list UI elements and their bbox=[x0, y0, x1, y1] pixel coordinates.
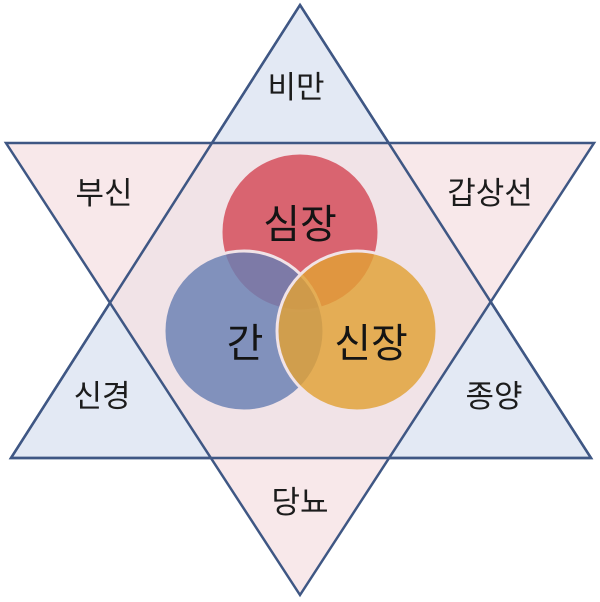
label-lower-left: 신경 bbox=[73, 379, 130, 415]
label-upper-right: 갑상선 bbox=[447, 176, 533, 212]
label-heart: 심장 bbox=[263, 202, 337, 248]
label-top: 비만 bbox=[267, 70, 324, 106]
upward-triangle-outline bbox=[8, 4, 594, 460]
circle-group bbox=[162, 151, 439, 413]
label-lower-right: 종양 bbox=[465, 379, 522, 415]
kidney-circle bbox=[275, 249, 439, 413]
label-bottom: 당뇨 bbox=[271, 485, 328, 521]
label-liver: 간 bbox=[227, 321, 264, 367]
label-kidney: 신장 bbox=[334, 321, 408, 367]
label-upper-left: 부신 bbox=[75, 176, 132, 212]
